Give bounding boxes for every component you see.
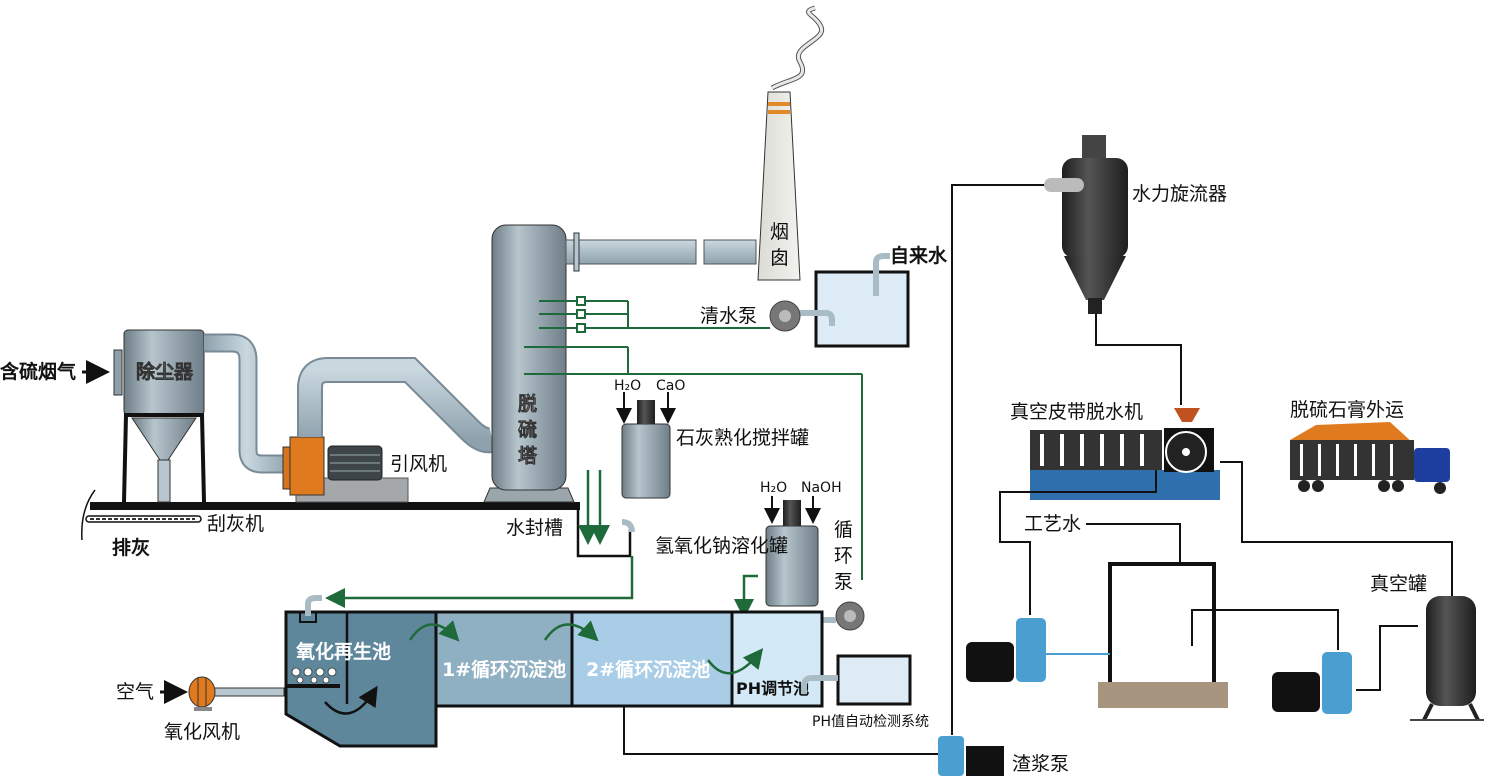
process-pump-right <box>1272 652 1352 714</box>
lime-tank-label: 石灰熟化搅拌罐 <box>676 427 809 449</box>
water-seal-tank <box>576 502 632 558</box>
clean-water-pump-label: 清水泵 <box>700 305 757 327</box>
gypsum-truck <box>1290 422 1450 494</box>
ash-scraper <box>81 489 202 541</box>
settling-pool-2-label: 2#循环沉淀池 <box>586 658 710 681</box>
induced-fan-label: 引风机 <box>390 453 447 475</box>
chimney-label-1: 烟 <box>770 221 789 243</box>
pool-system <box>284 595 824 748</box>
slurry-pump <box>938 736 1004 776</box>
lime-cao-input: CaO <box>656 378 685 394</box>
naoh-tank-label: 氢氧化钠溶化罐 <box>655 535 788 557</box>
gypsum-transport-label: 脱硫石膏外运 <box>1290 398 1404 421</box>
settling-pool-1-label: 1#循环沉淀池 <box>442 658 566 681</box>
flue-pipe-3 <box>565 239 697 265</box>
oxidation-pool-label: 氧化再生池 <box>296 640 391 663</box>
dust-collector-label: 除尘器 <box>136 360 194 383</box>
tower-label-2: 硫 <box>518 418 537 441</box>
ash-discharge-label: 排灰 <box>112 536 150 559</box>
vacuum-belt-filter <box>1030 408 1220 500</box>
naoh-input: NaOH <box>801 480 842 496</box>
hydrocyclone <box>1044 135 1128 314</box>
circ-pump-label-1: 循 <box>834 519 853 541</box>
vacuum-tank <box>1410 596 1484 721</box>
oxidation-pool <box>284 610 438 748</box>
tap-water-label: 自来水 <box>890 244 948 267</box>
belt-filter-label: 真空皮带脱水机 <box>1010 401 1143 423</box>
ph-system-label: PH值自动检测系统 <box>812 714 929 730</box>
lime-water-input: H₂O <box>614 378 641 394</box>
process-water-label: 工艺水 <box>1024 513 1081 535</box>
ph-pool-label: PH调节池 <box>736 679 809 698</box>
lime-slaking-tank <box>616 392 676 499</box>
tower-label-3: 塔 <box>518 444 538 467</box>
settling-pool-2 <box>570 610 734 708</box>
water-seal-label: 水封槽 <box>506 517 563 539</box>
desulfurization-tower <box>483 224 575 503</box>
process-water-lines <box>999 461 1453 691</box>
spray-lines <box>524 296 863 580</box>
slurry-pump-label: 渣浆泵 <box>1012 753 1069 775</box>
clean-water-pump <box>769 300 801 332</box>
ph-detection-system <box>836 654 912 706</box>
oxidation-fan <box>188 676 285 711</box>
filter-basin <box>1098 682 1228 708</box>
flue-pipe-1 <box>204 335 290 472</box>
ash-scraper-label: 刮灰机 <box>207 513 264 535</box>
return-line <box>325 556 634 608</box>
dust-collector <box>113 329 206 503</box>
sulfur-flue-gas-label: 含硫烟气 <box>0 360 76 383</box>
chimney-label-2: 囱 <box>770 247 789 269</box>
flue-pipe-2 <box>299 359 495 452</box>
vacuum-tank-label: 真空罐 <box>1370 573 1427 595</box>
air-label: 空气 <box>116 681 154 703</box>
slurry-feed-line <box>951 184 1050 735</box>
induced-fan <box>282 436 409 503</box>
naoh-dissolving-tank <box>734 496 821 619</box>
tower-label-1: 脱 <box>518 392 537 415</box>
naoh-water-input: H₂O <box>760 480 787 496</box>
circ-pump-label-3: 泵 <box>834 571 853 593</box>
ground-platform <box>90 502 580 510</box>
tap-water-tank <box>814 270 910 348</box>
hydrocyclone-label: 水力旋流器 <box>1132 183 1227 205</box>
circ-pump-label-2: 环 <box>834 545 853 567</box>
process-pump-left <box>966 618 1110 682</box>
chimney <box>757 5 825 281</box>
circulation-pump <box>835 601 865 631</box>
oxidation-fan-label: 氧化风机 <box>164 721 240 743</box>
